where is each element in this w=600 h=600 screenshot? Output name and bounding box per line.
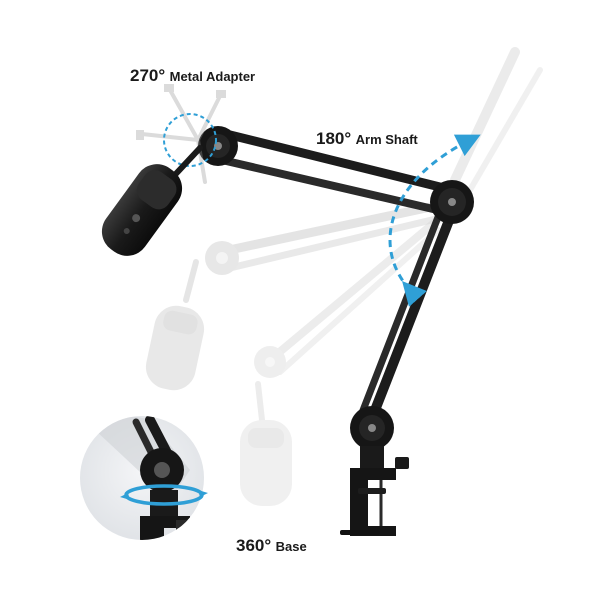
- adapter-angle: 270°: [130, 66, 166, 85]
- arm-angle: 180°: [316, 129, 352, 148]
- base-angle: 360°: [236, 536, 272, 555]
- ghost-arm-low: [240, 214, 444, 506]
- arm-label: Arm Shaft: [355, 132, 418, 147]
- microphone-main: [101, 84, 226, 256]
- metal-adapter-callout: 270° Metal Adapter: [130, 66, 255, 86]
- adapter-rotation-icon: [163, 113, 217, 167]
- ghost-arm-raised: [450, 47, 543, 193]
- base-label: Base: [275, 539, 307, 554]
- base-rotation-inset: [80, 416, 208, 540]
- boom-arm-main: [198, 126, 474, 536]
- arm-shaft-callout: 180° Arm Shaft: [316, 129, 418, 149]
- adapter-label: Metal Adapter: [169, 69, 256, 84]
- base-callout: 360° Base: [236, 536, 307, 556]
- arm-rotation-arrow-icon: [388, 134, 481, 307]
